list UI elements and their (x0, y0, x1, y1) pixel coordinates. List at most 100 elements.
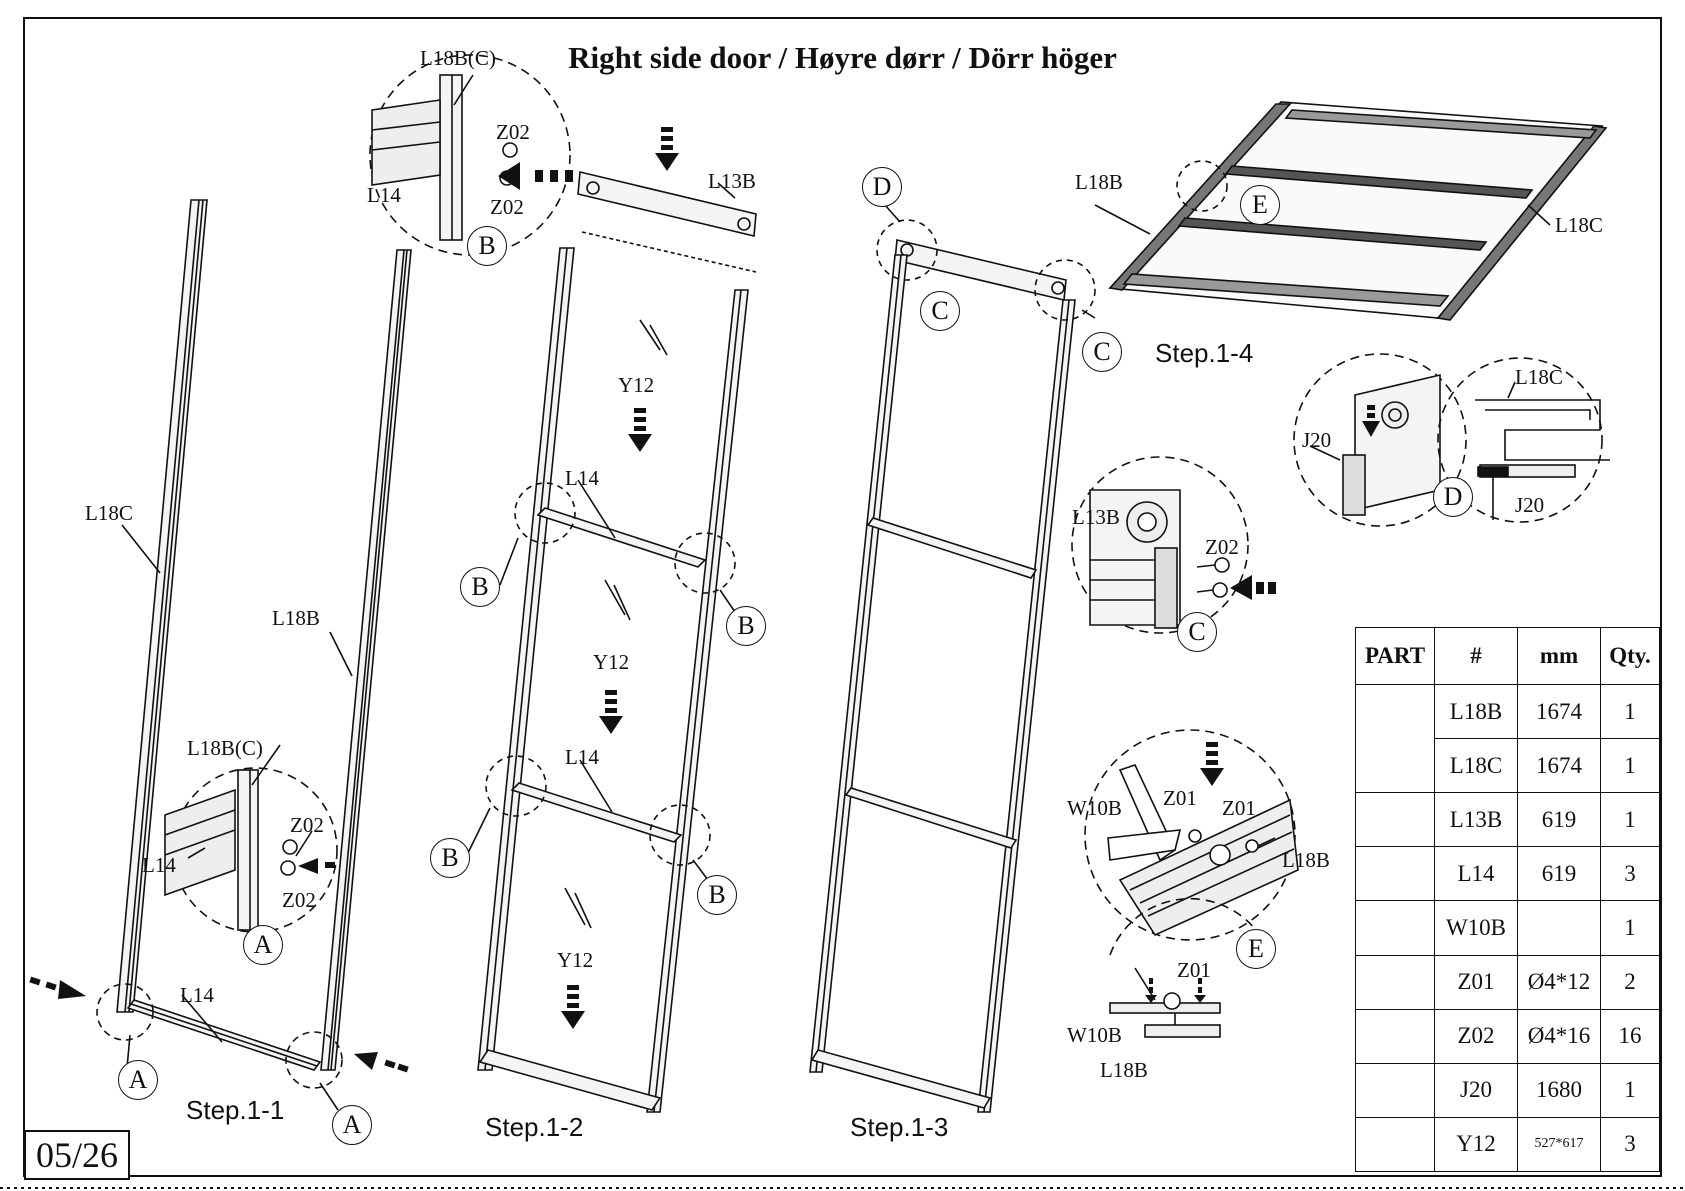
part-mm: 1680 (1517, 1062, 1601, 1118)
detail-a-left (96, 983, 154, 1041)
step1-2-drawing (466, 171, 757, 1113)
part-label: L18B (1100, 1058, 1148, 1082)
table-header-row: PART # mm Qty. (1355, 627, 1660, 685)
frame-middle-rail-1 (536, 507, 707, 568)
table-row: Y12 527*617 3 (1355, 1116, 1660, 1173)
part-id: L18B (1434, 683, 1518, 740)
part-label: J20 (1302, 428, 1332, 452)
part-mm: 1674 (1517, 683, 1601, 740)
part-qty: 1 (1600, 792, 1660, 848)
page-title: Right side door / Høyre dørr / Dörr höge… (568, 40, 1117, 75)
short-screw-cell (1355, 954, 1435, 1010)
part-label: L18C (85, 501, 133, 525)
step1-4-drawing (1094, 101, 1608, 321)
part-mm: Ø4*12 (1517, 954, 1601, 1010)
table-row: W10B 1 (1355, 900, 1660, 956)
part-label: Z01 (1222, 796, 1256, 820)
part-label: Y12 (618, 373, 655, 397)
part-mm: 1674 (1517, 738, 1601, 794)
part-qty: 1 (1600, 1062, 1660, 1118)
part-qty: 3 (1600, 1116, 1660, 1173)
part-qty: 2 (1600, 954, 1660, 1010)
parts-table: PART # mm Qty. L18B 1674 1 L18C 1674 1 L… (1355, 627, 1660, 1173)
part-id: Z01 (1434, 954, 1518, 1010)
table-row: L18B 1674 1 (1355, 683, 1660, 794)
table-row: L18C 1674 1 (1356, 738, 1660, 794)
detail-a-right (285, 1031, 343, 1089)
frame3-middle-2 (844, 787, 1018, 849)
callout-d: D (1433, 477, 1473, 517)
part-label: Z02 (490, 195, 524, 219)
header-number: # (1434, 627, 1518, 685)
callout-e: E (1236, 929, 1276, 969)
part-label: W10B (1067, 796, 1122, 820)
part-label: Z02 (282, 888, 316, 912)
detail-c (1071, 456, 1249, 634)
callout-c: C (1082, 332, 1122, 372)
part-id: L13B (1434, 792, 1518, 848)
callout-a: A (332, 1105, 372, 1145)
header-mm: mm (1517, 627, 1601, 685)
detail-b-top (369, 54, 571, 256)
part-mm (1517, 900, 1601, 956)
part-qty: 1 (1600, 900, 1660, 956)
part-id: J20 (1434, 1062, 1518, 1118)
frame-top (894, 239, 1067, 301)
step-1-3-label: Step.1-3 (850, 1112, 949, 1142)
part-mm: 619 (1517, 846, 1601, 902)
callout-a: A (243, 925, 283, 965)
header-part: PART (1355, 627, 1435, 685)
latch-cell (1355, 900, 1435, 956)
table-row: L13B 619 1 (1355, 792, 1660, 848)
page-number: 05/26 (24, 1130, 130, 1180)
part-mm: 527*617 (1517, 1116, 1601, 1173)
frame3-middle-1 (866, 517, 1038, 579)
detail-e (1084, 729, 1299, 1038)
part-label: Y12 (593, 650, 630, 674)
part-mm: 619 (1517, 792, 1601, 848)
panel-cell (1355, 1116, 1435, 1173)
header-qty: Qty. (1600, 627, 1660, 685)
part-id: L14 (1434, 846, 1518, 902)
table-row: L14 619 3 (1355, 846, 1660, 902)
callout-a: A (118, 1060, 158, 1100)
callout-e: E (1240, 185, 1280, 225)
table-row: J20 1680 1 (1355, 1062, 1660, 1118)
table-row: Z01 Ø4*12 2 (1355, 954, 1660, 1010)
callout-b: B (460, 567, 500, 607)
profile-l18-cell (1355, 683, 1435, 794)
profile-l13b-cell (1355, 792, 1435, 848)
callout-b: B (430, 838, 470, 878)
step-1-2-label: Step.1-2 (485, 1112, 584, 1142)
callout-b: B (697, 875, 737, 915)
part-label: L14 (180, 983, 214, 1007)
part-label: L18C (1555, 213, 1603, 237)
part-label: L13B (708, 169, 756, 193)
part-label: Z02 (1205, 535, 1239, 559)
part-label: L18B(C) (420, 46, 496, 70)
part-label: Z02 (496, 120, 530, 144)
callout-d: D (862, 167, 902, 207)
strip-cell (1355, 1062, 1435, 1118)
part-mm: Ø4*16 (1517, 1008, 1601, 1064)
callout-b: B (726, 606, 766, 646)
page-border (23, 17, 1662, 1177)
part-label: L18C (1515, 365, 1563, 389)
frame-bottom-rail (478, 1049, 662, 1111)
part-qty: 16 (1600, 1008, 1660, 1064)
part-qty: 1 (1600, 738, 1660, 794)
part-label: L13B (1072, 505, 1120, 529)
callout-b: B (467, 226, 507, 266)
profile-l14-cell (1355, 846, 1435, 902)
part-label: L14 (142, 853, 176, 877)
part-label: L14 (565, 466, 599, 490)
l13b-profile (577, 171, 757, 237)
part-label: L14 (367, 183, 401, 207)
detail-d (1293, 353, 1610, 527)
part-id: W10B (1434, 900, 1518, 956)
part-label: Z01 (1163, 786, 1197, 810)
part-label: L18B (1075, 170, 1123, 194)
part-id: Y12 (1434, 1116, 1518, 1173)
step1-1-drawing (96, 199, 412, 1111)
part-label: L18B (1282, 848, 1330, 872)
